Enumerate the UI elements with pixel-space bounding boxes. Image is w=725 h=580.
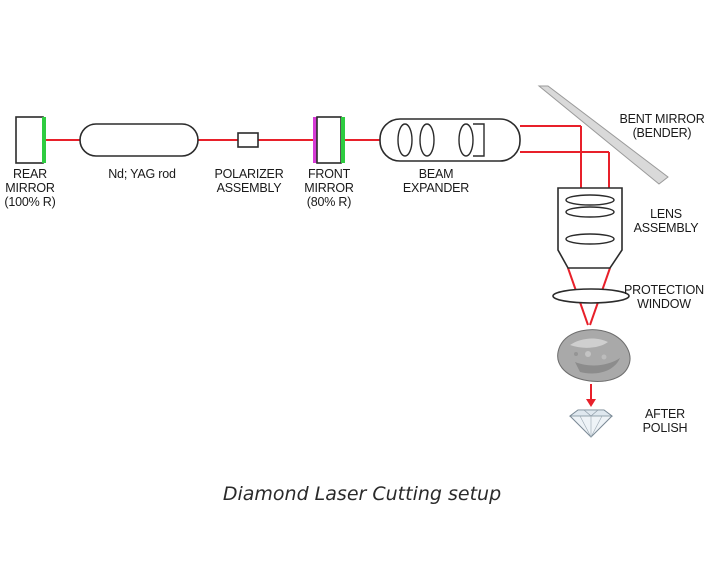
protection-window: [552, 288, 630, 304]
polished-diamond: [568, 409, 614, 438]
polarizer-assembly: [237, 132, 259, 148]
svg-text:BEAM: BEAM: [419, 167, 454, 181]
beam-expander: [379, 118, 521, 162]
process-arrow: [586, 384, 596, 407]
label-protection-window: PROTECTION WINDOW: [624, 283, 704, 311]
svg-text:EXPANDER: EXPANDER: [403, 181, 469, 195]
label-polarizer: POLARIZER ASSEMBLY: [214, 167, 283, 195]
label-beam-expander: BEAM EXPANDER: [403, 167, 470, 195]
rear-mirror-coating: [42, 117, 46, 163]
svg-text:WINDOW: WINDOW: [637, 297, 691, 311]
label-lens-assembly: LENS ASSEMBLY: [634, 207, 700, 235]
svg-text:POLARIZER: POLARIZER: [214, 167, 283, 181]
svg-text:BENT MIRROR: BENT MIRROR: [619, 112, 704, 126]
front-mirror-coating-right: [341, 117, 345, 163]
figure-caption: Diamond Laser Cutting setup: [223, 483, 501, 505]
svg-text:ASSEMBLY: ASSEMBLY: [634, 221, 700, 235]
expander-lens-2: [419, 123, 435, 157]
label-front-mirror: FRONT MIRROR (80% R): [304, 167, 354, 209]
label-rear-mirror: REAR MIRROR (100% R): [4, 167, 55, 209]
svg-text:FRONT: FRONT: [308, 167, 351, 181]
svg-text:(80% R): (80% R): [307, 195, 351, 209]
svg-text:Nd; YAG rod: Nd; YAG rod: [108, 167, 176, 181]
expander-lens-4: [473, 123, 485, 157]
rough-diamond: [557, 329, 631, 382]
label-bent-mirror: BENT MIRROR (BENDER): [619, 112, 704, 140]
bent-mirror: [537, 85, 669, 185]
svg-text:MIRROR: MIRROR: [5, 181, 55, 195]
label-nd-yag-rod: Nd; YAG rod: [108, 167, 176, 181]
svg-text:LENS: LENS: [650, 207, 682, 221]
svg-text:PROTECTION: PROTECTION: [624, 283, 704, 297]
expander-lens-1: [397, 123, 413, 157]
svg-text:MIRROR: MIRROR: [304, 181, 354, 195]
svg-text:AFTER: AFTER: [645, 407, 685, 421]
lens-assembly: [557, 187, 623, 269]
front-mirror: [313, 116, 345, 164]
nd-yag-rod: [79, 123, 199, 157]
expander-lens-3: [458, 123, 474, 157]
rear-mirror: [15, 116, 46, 164]
label-after-polish: AFTER POLISH: [643, 407, 688, 435]
svg-text:REAR: REAR: [13, 167, 47, 181]
svg-text:(100% R): (100% R): [4, 195, 55, 209]
svg-text:ASSEMBLY: ASSEMBLY: [217, 181, 283, 195]
front-mirror-coating-left: [313, 117, 317, 163]
svg-text:POLISH: POLISH: [643, 421, 688, 435]
svg-text:(BENDER): (BENDER): [633, 126, 692, 140]
